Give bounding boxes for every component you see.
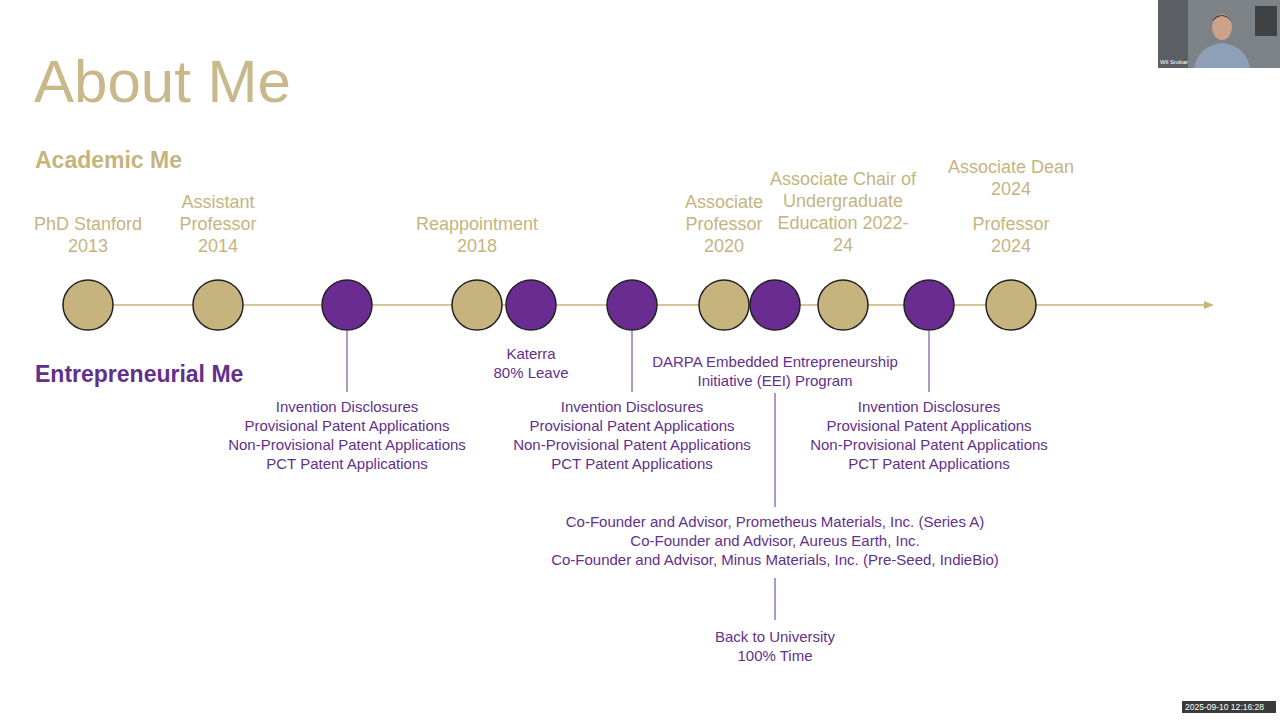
webcam-frame xyxy=(1158,0,1280,68)
milestone-label: Associate Professor 2020 xyxy=(684,191,764,257)
milestone-circle-shape xyxy=(607,280,657,330)
activity-label: Invention Disclosures xyxy=(561,397,704,416)
milestone-circle-shape xyxy=(904,280,954,330)
milestone-circle-shape xyxy=(452,280,502,330)
milestone-circle-shape xyxy=(506,280,556,330)
activity-label: Katerra 80% Leave xyxy=(493,344,570,382)
timeline-milestone: Associate Chair of Undergraduate Educati… xyxy=(817,279,869,331)
webcam-background xyxy=(1255,6,1277,36)
milestone-circle-shape xyxy=(322,280,372,330)
activity-label: PCT Patent Applications xyxy=(266,454,427,473)
milestone-label: PhD Stanford 2013 xyxy=(33,213,143,257)
activity-label: Non-Provisional Patent Applications xyxy=(810,435,1048,454)
activity-label: Back to University 100% Time xyxy=(714,627,836,665)
milestone-circle xyxy=(817,279,869,331)
timeline-milestone: Katerra 80% Leave xyxy=(505,279,557,331)
section-label: Entrepreneurial Me xyxy=(35,361,243,388)
activity-label: Provisional Patent Applications xyxy=(826,416,1031,435)
milestone-circle xyxy=(749,279,801,331)
timeline-arrowhead xyxy=(1204,301,1214,309)
milestone-circle xyxy=(505,279,557,331)
activity-label: Co-Founder and Advisor, Aureus Earth, In… xyxy=(630,531,919,550)
activity-label: Invention Disclosures xyxy=(858,397,1001,416)
webcam-person xyxy=(1212,14,1232,40)
milestone-circle-shape xyxy=(818,280,868,330)
activity-label: DARPA Embedded Entrepreneurship Initiati… xyxy=(651,352,899,390)
timeline-milestone: Invention DisclosuresProvisional Patent … xyxy=(903,279,955,331)
milestone-circle xyxy=(698,279,750,331)
milestone-circle xyxy=(606,279,658,331)
timeline-milestone: Associate Professor 2020 xyxy=(698,279,750,331)
milestone-label: Assistant Professor 2014 xyxy=(179,191,258,257)
milestone-circle-shape xyxy=(699,280,749,330)
activity-label: Provisional Patent Applications xyxy=(244,416,449,435)
milestone-circle xyxy=(903,279,955,331)
leader-line xyxy=(632,331,633,392)
activity-label: PCT Patent Applications xyxy=(848,454,1009,473)
webcam-person xyxy=(1194,43,1250,68)
timeline-milestone: Associate Dean 2024Professor 2024 xyxy=(985,279,1037,331)
timeline-milestone: Invention DisclosuresProvisional Patent … xyxy=(606,279,658,331)
timestamp-box xyxy=(1182,701,1276,713)
activity-label: Non-Provisional Patent Applications xyxy=(228,435,466,454)
leader-line xyxy=(929,331,930,392)
participant-name: Wil Srubar xyxy=(1160,59,1188,66)
leader-line xyxy=(347,331,348,392)
timeline-milestone: Invention DisclosuresProvisional Patent … xyxy=(321,279,373,331)
milestone-label: Reappointment 2018 xyxy=(415,213,539,257)
milestone-circle xyxy=(321,279,373,331)
milestone-circle-shape xyxy=(193,280,243,330)
activity-label: Co-Founder and Advisor, Prometheus Mater… xyxy=(566,512,985,531)
timeline-milestone: Assistant Professor 2014 xyxy=(192,279,244,331)
slide-title: About Me xyxy=(34,52,291,112)
activity-label: Provisional Patent Applications xyxy=(529,416,734,435)
milestone-label: Associate Dean 2024 xyxy=(947,156,1075,200)
section-label: Academic Me xyxy=(35,147,182,174)
leader-line xyxy=(775,393,776,507)
activity-label: Non-Provisional Patent Applications xyxy=(513,435,751,454)
timeline-milestone: PhD Stanford 2013 xyxy=(62,279,114,331)
webcam-background xyxy=(1158,0,1188,68)
timestamp: 2025-09-10 12:16:28 xyxy=(1185,702,1264,712)
milestone-circle xyxy=(62,279,114,331)
milestone-label: Associate Chair of Undergraduate Educati… xyxy=(769,168,917,256)
milestone-circle-shape xyxy=(750,280,800,330)
activity-label: Co-Founder and Advisor, Minus Materials,… xyxy=(551,550,999,569)
milestone-circle-shape xyxy=(63,280,113,330)
webcam-person xyxy=(1212,15,1232,22)
leader-line xyxy=(775,578,776,620)
timeline-milestone: Reappointment 2018 xyxy=(451,279,503,331)
milestone-circle xyxy=(451,279,503,331)
activity-label: Invention Disclosures xyxy=(276,397,419,416)
milestone-label: Professor 2024 xyxy=(972,213,1051,257)
milestone-circle-shape xyxy=(986,280,1036,330)
milestone-circle xyxy=(985,279,1037,331)
milestone-circle xyxy=(192,279,244,331)
timeline-milestone: DARPA Embedded Entrepreneurship Initiati… xyxy=(749,279,801,331)
activity-label: PCT Patent Applications xyxy=(551,454,712,473)
